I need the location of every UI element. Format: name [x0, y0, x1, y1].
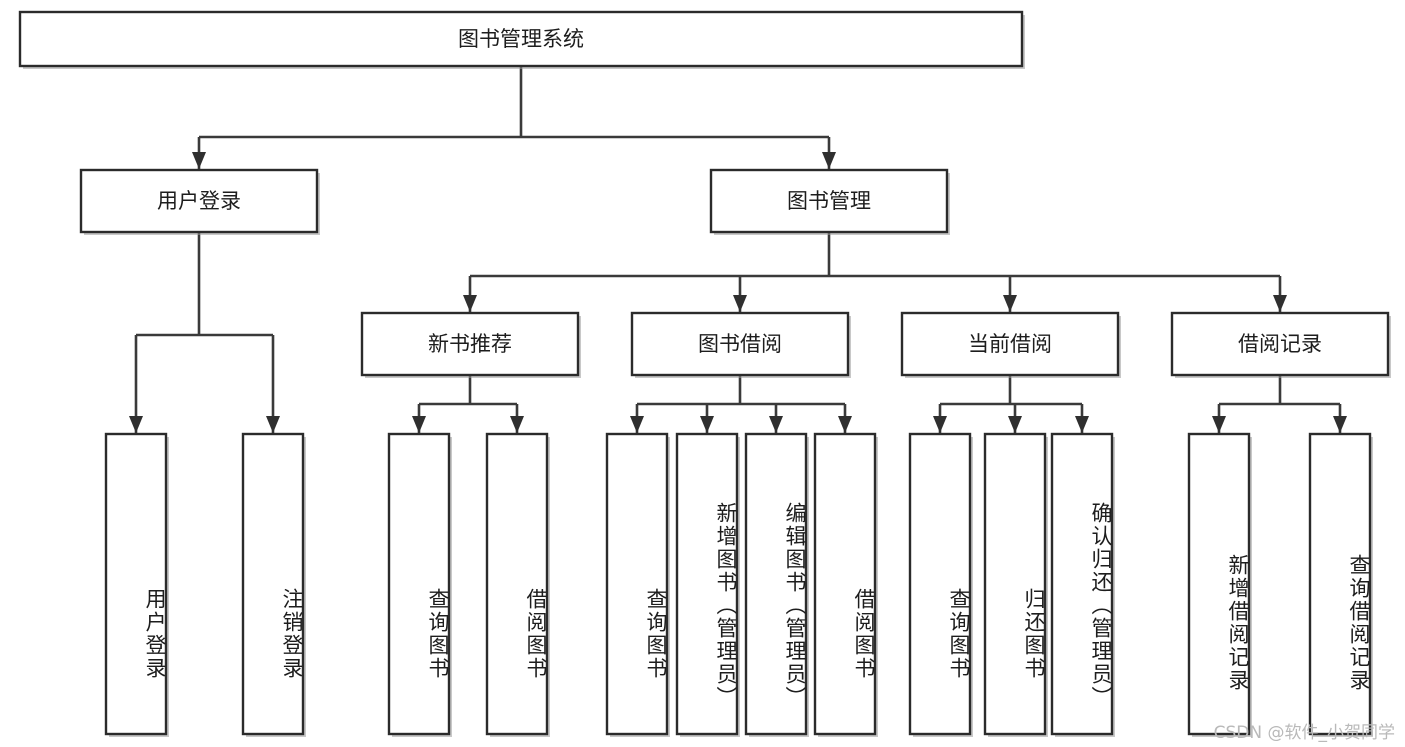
- level3-node-box-3[interactable]: [1170, 311, 1391, 378]
- level2-node-label-1: 图书管理: [787, 189, 871, 213]
- root-to-level2-arrow-0: [192, 152, 206, 169]
- root-to-level2-arrow-1: [822, 152, 836, 169]
- login-to-leaves-arrow-0: [129, 416, 143, 433]
- level2-node-label-0: 用户登录: [157, 189, 241, 213]
- root-node-label: 图书管理系统: [458, 27, 584, 51]
- level3-2-to-leaves-arrow-2: [1075, 416, 1089, 433]
- leaf-node-box-4[interactable]: [605, 432, 670, 737]
- manage-to-level3-arrow-2: [1003, 295, 1017, 312]
- boxes-layer: [18, 10, 1391, 737]
- level3-node-box-2[interactable]: [900, 311, 1121, 378]
- level3-0-to-leaves-arrow-1: [510, 416, 524, 433]
- level3-2-to-leaves-arrow-1: [1008, 416, 1022, 433]
- leaf-node-box-5[interactable]: [675, 432, 740, 737]
- leaf-node-box-0[interactable]: [104, 432, 169, 737]
- leaf-node-box-10[interactable]: [1050, 432, 1115, 737]
- level3-1-to-leaves-arrow-1: [700, 416, 714, 433]
- level3-0-to-leaves-arrow-0: [412, 416, 426, 433]
- level3-node-box-1[interactable]: [630, 311, 851, 378]
- level3-node-label-1: 图书借阅: [698, 332, 782, 356]
- leaf-node-box-1[interactable]: [241, 432, 306, 737]
- login-to-leaves-arrow-1: [266, 416, 280, 433]
- manage-to-level3-arrow-3: [1273, 295, 1287, 312]
- leaf-node-box-6[interactable]: [744, 432, 809, 737]
- level3-node-label-3: 借阅记录: [1238, 332, 1322, 356]
- leaf-node-box-11[interactable]: [1187, 432, 1252, 737]
- leaf-node-box-2[interactable]: [387, 432, 452, 737]
- level3-2-to-leaves-arrow-0: [933, 416, 947, 433]
- leaf-node-box-7[interactable]: [813, 432, 878, 737]
- leaf-node-box-8[interactable]: [908, 432, 973, 737]
- level3-1-to-leaves-arrow-2: [769, 416, 783, 433]
- watermark-text: CSDN @软件_小贺同学: [1213, 723, 1395, 743]
- leaf-node-box-3[interactable]: [485, 432, 550, 737]
- level2-node-box-1[interactable]: [709, 168, 950, 235]
- level3-node-label-0: 新书推荐: [428, 332, 512, 356]
- level3-1-to-leaves-arrow-3: [838, 416, 852, 433]
- connectors-layer: [129, 66, 1347, 433]
- root-node-box[interactable]: [18, 10, 1025, 69]
- leaf-node-box-12[interactable]: [1308, 432, 1373, 737]
- level3-3-to-leaves-arrow-1: [1333, 416, 1347, 433]
- level2-node-box-0[interactable]: [79, 168, 320, 235]
- level3-node-label-2: 当前借阅: [968, 332, 1052, 356]
- leaf-node-box-9[interactable]: [983, 432, 1048, 737]
- level3-1-to-leaves-arrow-0: [630, 416, 644, 433]
- manage-to-level3-arrow-0: [463, 295, 477, 312]
- level3-3-to-leaves-arrow-0: [1212, 416, 1226, 433]
- manage-to-level3-arrow-1: [733, 295, 747, 312]
- level3-node-box-0[interactable]: [360, 311, 581, 378]
